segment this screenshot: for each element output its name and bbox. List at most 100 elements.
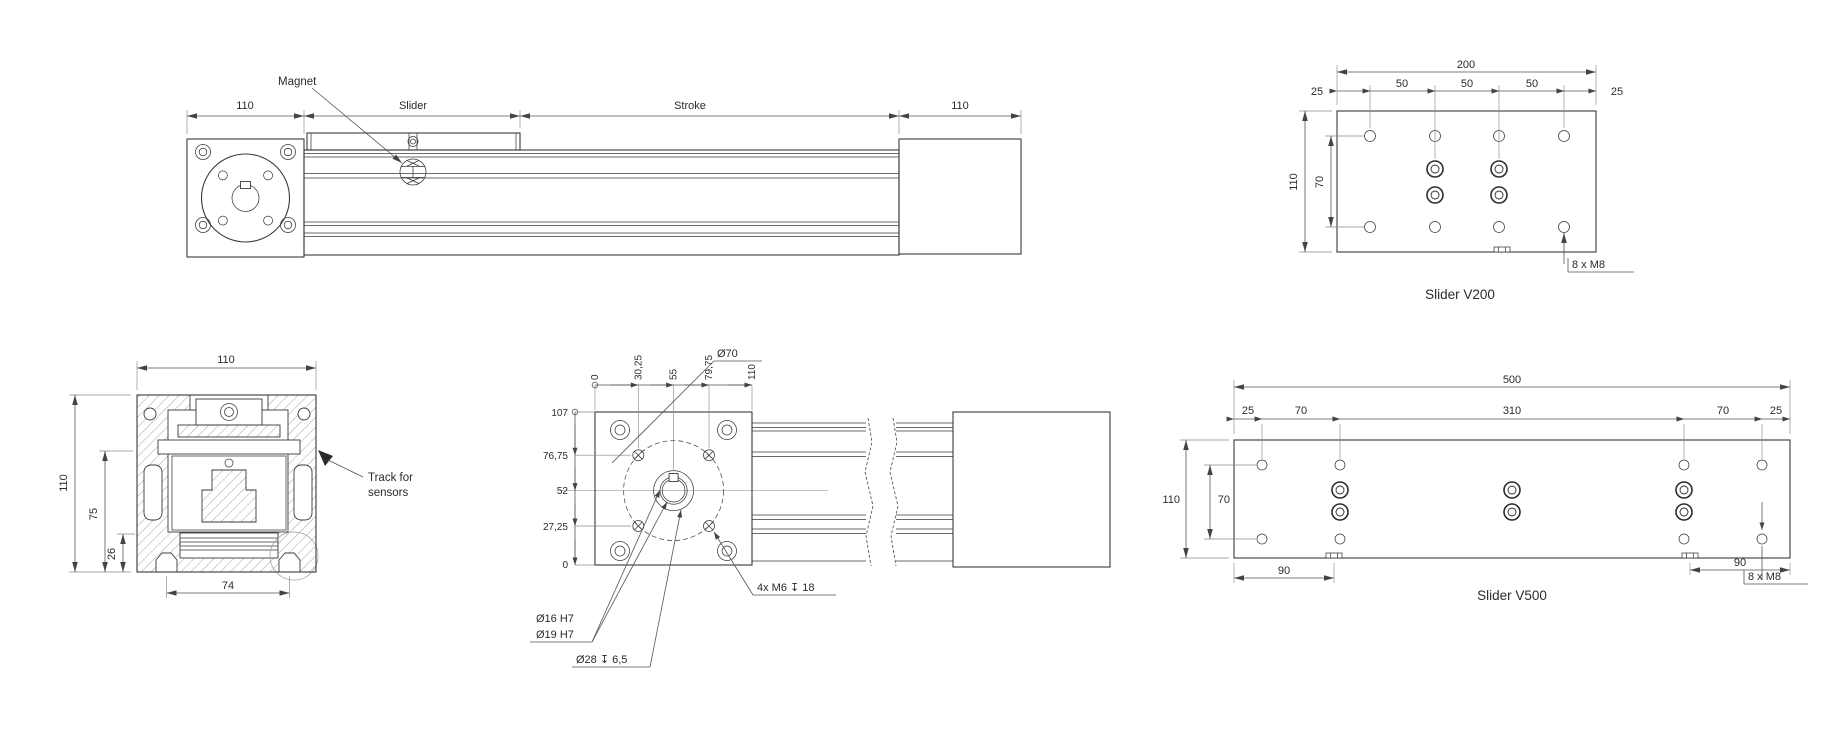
endview-ordinate-x: 0 30,25 55 79,75 110 xyxy=(590,355,758,470)
v500-bottom-notches xyxy=(1325,552,1699,559)
extrusion-break-a xyxy=(752,417,874,567)
ordy-0: 0 xyxy=(562,560,568,571)
section-dim-74: 74 xyxy=(222,580,234,592)
v200-dimensions: 200 25 50 50 50 25 110 70 8 x M8 xyxy=(1288,59,1634,273)
v200-dim-200: 200 xyxy=(1457,59,1475,71)
dim-stroke-span: Stroke xyxy=(674,100,706,112)
v500-dim-25-left: 25 xyxy=(1242,405,1254,417)
end-block xyxy=(898,138,1022,255)
motor-face-circle xyxy=(200,153,291,243)
extrusion-break-b xyxy=(889,417,953,567)
endview-callouts: Ø70 Ø16 H7 Ø19 H7 Ø28 ↧ 6,5 4x M6 ↧ 18 xyxy=(530,348,836,668)
ordx-0: 0 xyxy=(590,374,601,380)
dim-end-length: 110 xyxy=(951,100,969,112)
ordx-7975: 79,75 xyxy=(704,355,715,380)
v200-holes xyxy=(1364,130,1570,233)
section-nut-block xyxy=(201,469,257,523)
cross-section-view: 110 110 75 26 74 Track for sensors xyxy=(58,354,413,598)
ordy-107: 107 xyxy=(551,408,568,419)
v200-thread-note: 8 x M8 xyxy=(1572,259,1605,271)
ordy-2725: 27,25 xyxy=(543,522,568,533)
v500-dim-70-vert: 70 xyxy=(1218,494,1230,506)
section-track-right xyxy=(297,407,311,421)
v500-dim-90-left: 90 xyxy=(1278,565,1290,577)
section-slider-wings xyxy=(157,439,301,455)
v200-dim-50-b: 50 xyxy=(1461,78,1473,90)
ordx-3025: 30,25 xyxy=(633,355,644,380)
end-corner-screws xyxy=(610,420,737,561)
section-dim-height: 110 xyxy=(58,474,70,492)
ordx-55: 55 xyxy=(669,368,680,380)
extrusion-body xyxy=(303,149,900,256)
slider-v500-view: 500 25 70 310 70 25 110 70 xyxy=(1162,374,1808,603)
magnet-symbol xyxy=(399,158,427,186)
callout-b19: Ø19 H7 xyxy=(536,629,574,641)
section-dim-26: 26 xyxy=(106,548,118,560)
section-clamp-plate xyxy=(177,424,281,438)
endview-ordinate-y: 107 76,75 52 27,25 0 xyxy=(543,408,631,571)
end-face-view: 0 30,25 55 79,75 110 107 76,75 52 27,25 … xyxy=(530,348,1111,668)
v500-dim-500: 500 xyxy=(1503,374,1521,386)
track-note-line1: Track for xyxy=(368,472,413,484)
v500-dimensions: 500 25 70 310 70 25 110 70 xyxy=(1162,374,1808,585)
section-inner-cavity xyxy=(171,455,287,531)
v200-dim-25-left: 25 xyxy=(1311,86,1323,98)
section-dimensions: 110 110 75 26 74 Track for sensors xyxy=(58,354,413,598)
section-tslot-left xyxy=(155,552,178,573)
v500-dim-70-right: 70 xyxy=(1717,405,1729,417)
dim-motor-length: 110 xyxy=(236,100,254,112)
callout-b16: Ø16 H7 xyxy=(536,613,574,625)
section-tslot-right xyxy=(278,552,301,573)
center-bore xyxy=(653,470,694,511)
motor-flange xyxy=(186,138,305,258)
v500-dim-310: 310 xyxy=(1503,405,1521,417)
v500-counterbore-holes xyxy=(1331,481,1693,521)
v200-dim-70: 70 xyxy=(1314,176,1326,188)
v200-title: Slider V200 xyxy=(1425,287,1495,302)
slider-v200-view: 200 25 50 50 50 25 110 70 8 x M8 Slider … xyxy=(1288,59,1634,302)
ordx-110: 110 xyxy=(747,364,758,380)
magnet-leader xyxy=(311,87,403,164)
motor-bolt-holes xyxy=(218,170,273,226)
shaft-keyway xyxy=(240,181,251,189)
callout-d70: Ø70 xyxy=(717,348,738,360)
slider-plate-details xyxy=(310,133,517,150)
v500-plate xyxy=(1233,439,1791,559)
v500-dim-110: 110 xyxy=(1162,494,1180,506)
v200-dim-50-a: 50 xyxy=(1396,78,1408,90)
section-dim-width: 110 xyxy=(217,354,235,366)
section-slot-left xyxy=(143,464,163,521)
v200-counterbore-holes xyxy=(1426,160,1508,204)
v500-holes xyxy=(1256,459,1768,545)
assembly-dimensions: 110 Slider Stroke 110 Magnet xyxy=(186,76,1022,164)
callout-m6: 4x M6 ↧ 18 xyxy=(757,582,815,594)
v200-bottom-notch xyxy=(1493,246,1511,253)
section-carriage xyxy=(195,398,263,426)
v500-thread-note: 8 x M8 xyxy=(1748,571,1781,583)
dim-slider-span: Slider xyxy=(399,100,427,112)
v200-plate xyxy=(1336,110,1597,253)
v500-title: Slider V500 xyxy=(1477,588,1547,603)
v200-dim-110: 110 xyxy=(1288,173,1300,191)
v500-dim-90-right: 90 xyxy=(1734,557,1746,569)
section-track-left xyxy=(143,407,157,421)
callout-b28: Ø28 ↧ 6,5 xyxy=(576,654,627,666)
m6-holes xyxy=(632,449,715,532)
flange-corner-screws xyxy=(195,144,296,233)
assembly-side-view: 110 Slider Stroke 110 Magnet xyxy=(186,76,1022,258)
end-block-face xyxy=(952,411,1111,568)
section-dim-75: 75 xyxy=(88,508,100,520)
section-bottom-stack xyxy=(179,532,279,559)
magnet-label: Magnet xyxy=(278,76,317,88)
slider-plate xyxy=(306,132,521,151)
v500-dim-25-right: 25 xyxy=(1770,405,1782,417)
ordy-52: 52 xyxy=(557,486,569,497)
track-note-line2: sensors xyxy=(368,487,409,499)
extrusion-grooves xyxy=(304,153,899,237)
v500-dim-70-left: 70 xyxy=(1295,405,1307,417)
ordy-7675: 76,75 xyxy=(543,451,568,462)
v200-dim-25-right: 25 xyxy=(1611,86,1623,98)
v200-dim-50-c: 50 xyxy=(1526,78,1538,90)
